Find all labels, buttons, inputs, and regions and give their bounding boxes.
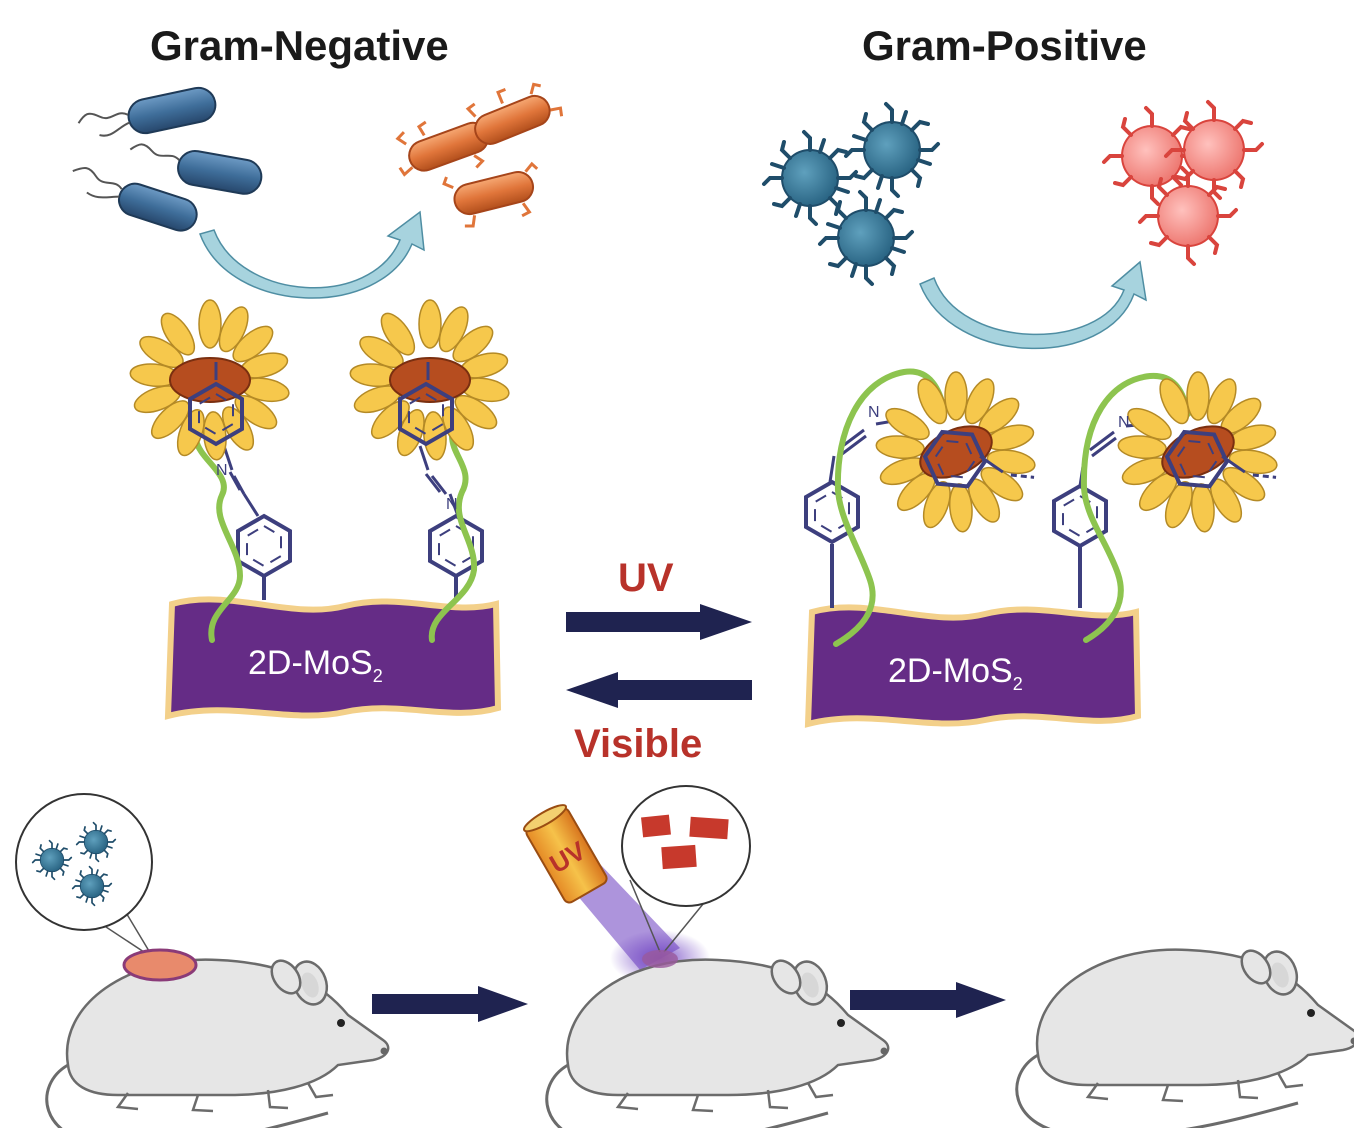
green-chain	[833, 368, 947, 647]
cyclodextrin-sunflower	[1090, 344, 1306, 560]
rod-bacterium	[77, 86, 217, 137]
nitrogen-atom-label: N	[216, 462, 228, 479]
cyclodextrin-sunflower	[848, 344, 1064, 560]
gram-negative-killed-bacteria	[395, 82, 564, 228]
nitrogen-atom-label: N	[446, 496, 458, 513]
right-mos2-assembly	[804, 344, 1306, 728]
visible-reverse-arrow	[566, 672, 752, 708]
azobenzene-linker	[222, 445, 292, 600]
progression-arrow	[850, 982, 1006, 1018]
mos2-label-subscript: 2	[1012, 673, 1023, 694]
nitrogen-atom-label: N	[1118, 414, 1130, 431]
curved-arrow-left	[199, 210, 425, 299]
uv-lamp: UV	[523, 804, 608, 904]
dead-bacterium-fragment	[689, 816, 729, 840]
mos2-label-main: 2D-MoS	[888, 652, 1013, 690]
magnified-infection-bubble	[15, 793, 153, 957]
curved-arrow-right	[919, 260, 1147, 349]
healed-mouse	[1015, 943, 1354, 1128]
nitrogen-atom-label: N	[868, 404, 880, 421]
uv-forward-arrow	[566, 604, 752, 640]
rod-bacterium	[465, 82, 564, 145]
treated-mouse	[545, 950, 890, 1128]
mos2-label-main: 2D-MoS	[248, 644, 373, 682]
gram-positive-live-bacteria	[762, 102, 940, 286]
mos2-sheet	[804, 604, 1142, 728]
green-chain	[428, 433, 478, 643]
coccus-bacterium	[818, 190, 914, 286]
mos2-label-subscript: 2	[372, 665, 383, 686]
gram-positive-title: Gram-Positive	[862, 22, 1147, 69]
rod-bacterium	[395, 119, 498, 177]
green-chain	[1080, 372, 1191, 643]
uv-label: UV	[618, 556, 674, 600]
visible-label: Visible	[574, 722, 703, 766]
left-mos2-assembly	[128, 299, 512, 720]
infected-mouse	[45, 948, 390, 1128]
mos2-sheet	[164, 596, 502, 720]
green-chain	[193, 437, 244, 643]
progression-arrow	[372, 986, 528, 1022]
dead-bacterium-fragment	[641, 814, 671, 838]
rod-bacterium	[72, 167, 198, 232]
coccus-bacterium	[844, 102, 940, 198]
cyclodextrin-sunflower	[348, 299, 512, 462]
magnified-treated-bubble	[621, 785, 751, 953]
dead-bacterium-fragment	[661, 844, 697, 870]
cyclodextrin-sunflower	[128, 299, 292, 462]
gram-positive-killed-bacteria	[1102, 100, 1264, 266]
rod-bacterium	[129, 143, 263, 195]
rod-bacterium	[442, 161, 539, 228]
mos2-label-right: 2D-MoS2	[888, 652, 1023, 695]
gram-negative-live-bacteria	[72, 86, 263, 232]
coccus-bacterium	[762, 130, 858, 226]
gram-negative-title: Gram-Negative	[150, 22, 449, 69]
mos2-label-left: 2D-MoS2	[248, 644, 383, 687]
